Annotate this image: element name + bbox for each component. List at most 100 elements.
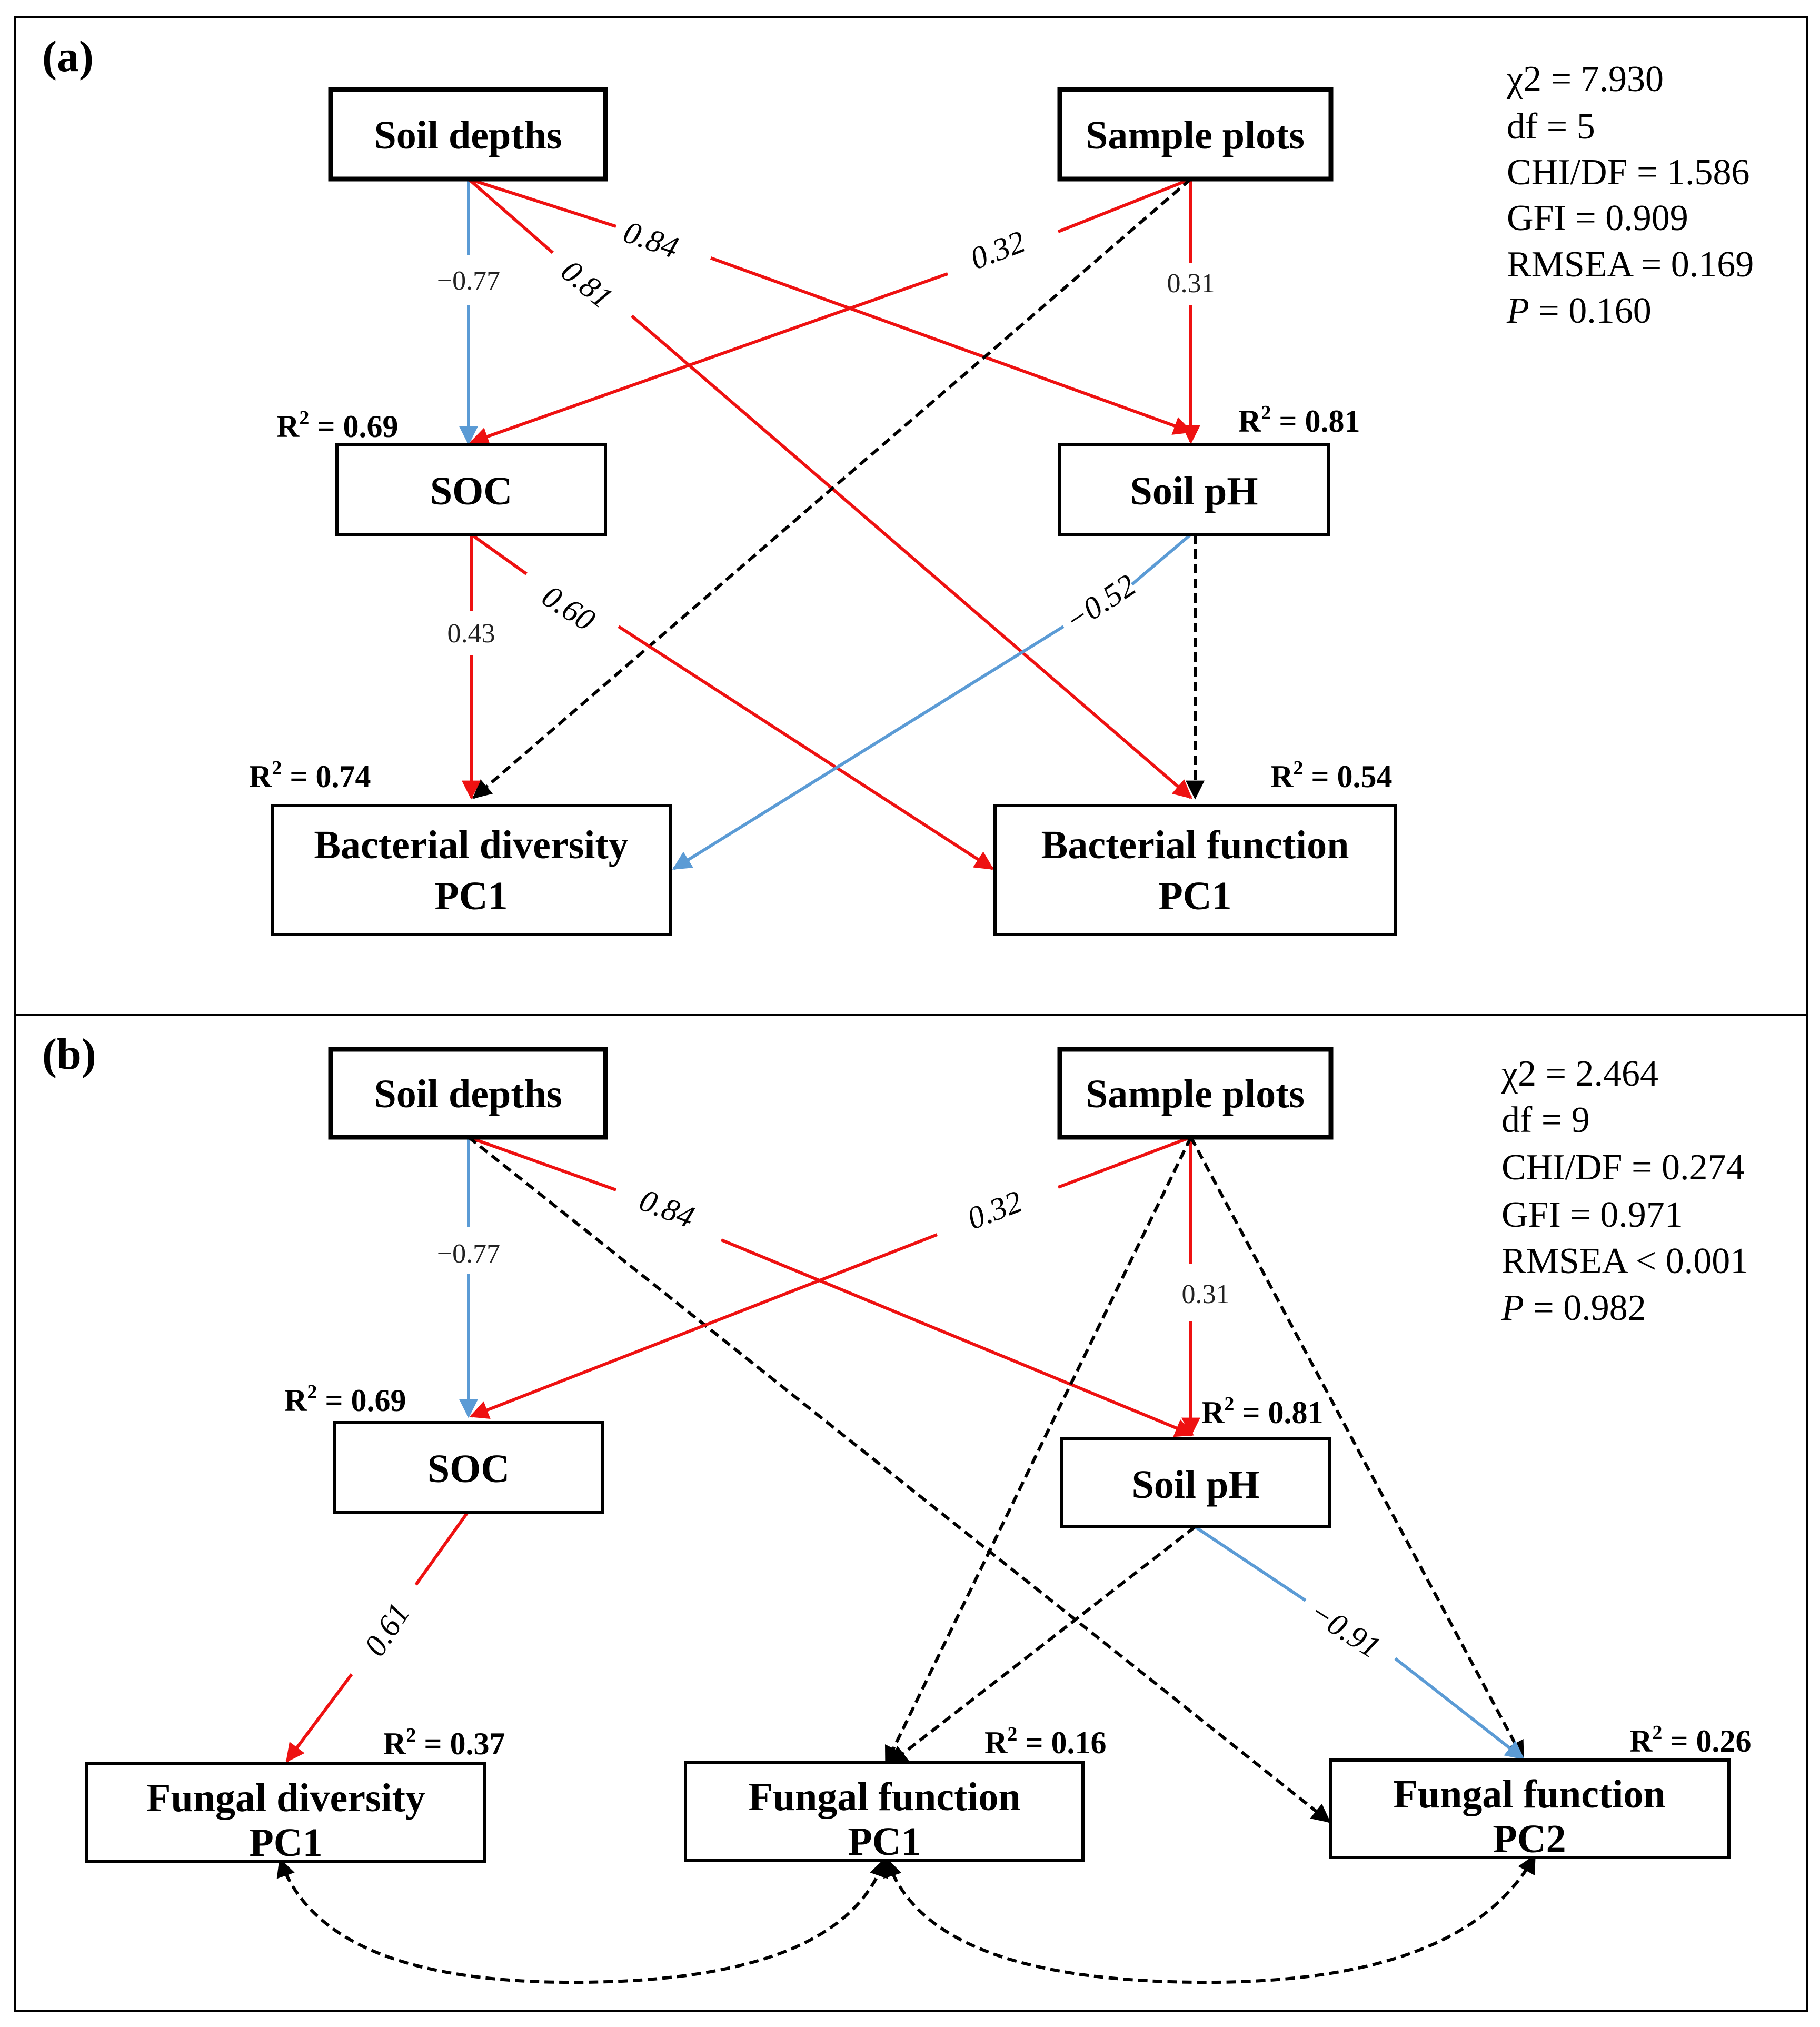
path-b-plots-ff1 bbox=[884, 1136, 1192, 1766]
path-b-ph-ff1 bbox=[888, 1525, 1196, 1765]
panel-a-coefficients: −0.77 0.84 0.81 0.32 0.31 0.43 0.60 −0.5… bbox=[437, 214, 1215, 649]
coef-a-ph-bdiv: −0.52 bbox=[1059, 568, 1142, 639]
coef-a-soc-bfunc: 0.60 bbox=[536, 579, 601, 638]
node-b-soil-depths bbox=[328, 1047, 608, 1140]
panel-b-stat-p: P = 0.982 bbox=[1501, 1288, 1646, 1328]
node-b-sample-plots-label: Sample plots bbox=[1086, 1072, 1305, 1116]
path-a-depths-ph-2 bbox=[710, 256, 1193, 435]
node-a-soil-ph bbox=[1058, 443, 1330, 536]
path-b-depths-ph-1 bbox=[468, 1136, 617, 1191]
path-a-depths-bfunc-1 bbox=[468, 177, 554, 254]
panel-a-fit-statistics: χ2 = 7.930 df = 5 CHI/DF = 1.586 GFI = 0… bbox=[1506, 59, 1754, 331]
node-b-sample-plots bbox=[1057, 1047, 1334, 1140]
path-b-ph-ff2-1 bbox=[1194, 1525, 1307, 1602]
r2-b-soc: R2 = 0.69 bbox=[284, 1381, 406, 1418]
r2-a-soc: R2 = 0.69 bbox=[276, 407, 399, 444]
coef-a-depths-ph: 0.84 bbox=[619, 214, 683, 265]
path-b-soc-fdiv-2 bbox=[285, 1673, 353, 1763]
node-b-fungal-diversity-line2: PC1 bbox=[249, 1821, 322, 1865]
path-b-plots-soc-1 bbox=[1057, 1136, 1192, 1189]
panel-a-stat-p-value: = 0.160 bbox=[1529, 291, 1652, 331]
panel-a-r2-labels: R2 = 0.69 R2 = 0.81 R2 = 0.74 R2 = 0.54 bbox=[249, 402, 1393, 794]
coef-a-soc-bdiv: 0.43 bbox=[447, 619, 495, 649]
r2-a-bacterial-function: R2 = 0.54 bbox=[1270, 757, 1393, 794]
node-b-fungal-function-pc1-line1: Fungal function bbox=[748, 1775, 1020, 1819]
node-b-fungal-function-pc1-line2: PC1 bbox=[848, 1820, 921, 1864]
node-a-soc bbox=[335, 443, 607, 536]
coef-a-depths-bfunc: 0.81 bbox=[555, 253, 620, 315]
coef-b-plots-ph: 0.31 bbox=[1182, 1279, 1230, 1309]
panel-a-stat-df: df = 5 bbox=[1507, 106, 1595, 147]
cov-b-fdiv-ff1 bbox=[276, 1857, 888, 1984]
path-a-ph-bdiv-2 bbox=[672, 625, 1065, 870]
panel-b-frame bbox=[14, 1014, 1808, 2012]
panel-b-r2-labels: R2 = 0.69 R2 = 0.81 R2 = 0.37 R2 = 0.16 … bbox=[284, 1381, 1752, 1761]
path-a-soc-bfunc-1 bbox=[470, 533, 528, 575]
path-b-soc-fdiv-1 bbox=[414, 1510, 470, 1586]
panel-b-stat-chidf: CHI/DF = 0.274 bbox=[1501, 1147, 1744, 1188]
node-a-bacterial-function-line1: Bacterial function bbox=[1041, 823, 1349, 867]
r2-b-fungal-function-pc2: R2 = 0.26 bbox=[1629, 1722, 1752, 1758]
cov-b-ff1-ff2 bbox=[883, 1854, 1536, 1984]
panel-a-paths bbox=[459, 177, 1205, 870]
node-a-soil-depths bbox=[328, 87, 608, 182]
panel-b-stat-p-value: = 0.982 bbox=[1524, 1288, 1646, 1328]
panel-b-nodes: Soil depths Sample plots SOC Soil pH Fun… bbox=[85, 1047, 1731, 1865]
node-a-bacterial-diversity-line1: Bacterial diversity bbox=[314, 823, 628, 867]
panel-a-stat-chi2: χ2 = 7.930 bbox=[1506, 59, 1664, 100]
panel-a-label: (a) bbox=[42, 32, 94, 81]
node-b-soc-label: SOC bbox=[427, 1447, 510, 1491]
path-a-plots-bdiv bbox=[472, 177, 1192, 799]
coef-a-depths-soc: −0.77 bbox=[437, 266, 500, 296]
node-b-soil-depths-label: Soil depths bbox=[374, 1072, 562, 1116]
panel-a-stat-gfi: GFI = 0.909 bbox=[1507, 198, 1688, 239]
path-b-depths-ph-2 bbox=[720, 1238, 1195, 1437]
node-a-soc-label: SOC bbox=[430, 469, 512, 513]
panel-b-paths bbox=[276, 1136, 1536, 1984]
panel-a-stat-p: P = 0.160 bbox=[1506, 291, 1652, 331]
panel-b-stat-p-symbol: P bbox=[1501, 1288, 1524, 1328]
path-a-depths-bfunc-2 bbox=[631, 314, 1192, 799]
node-b-soil-ph-label: Soil pH bbox=[1132, 1463, 1260, 1507]
node-b-fungal-function-pc2-line2: PC2 bbox=[1493, 1817, 1566, 1861]
node-b-fungal-function-pc1 bbox=[684, 1761, 1085, 1862]
node-b-soc bbox=[333, 1421, 604, 1514]
panel-b-stat-chi2: χ2 = 2.464 bbox=[1501, 1054, 1658, 1094]
coef-b-soc-fdiv: 0.61 bbox=[357, 1597, 417, 1662]
panel-b-stat-gfi: GFI = 0.971 bbox=[1501, 1195, 1683, 1235]
node-b-fungal-diversity-line1: Fungal diversity bbox=[146, 1776, 425, 1820]
panel-b-stat-df: df = 9 bbox=[1501, 1100, 1590, 1140]
node-b-fungal-function-pc2 bbox=[1329, 1758, 1731, 1859]
coef-a-plots-soc: 0.32 bbox=[966, 224, 1030, 276]
panel-b-label: (b) bbox=[42, 1030, 96, 1079]
r2-b-fungal-function-pc1: R2 = 0.16 bbox=[984, 1723, 1107, 1760]
node-b-soil-ph bbox=[1060, 1437, 1331, 1528]
panel-a-stat-rmsea: RMSEA = 0.169 bbox=[1507, 244, 1754, 285]
node-a-sample-plots bbox=[1057, 87, 1334, 182]
node-b-fungal-function-pc2-line1: Fungal function bbox=[1393, 1772, 1665, 1816]
r2-a-bacterial-diversity: R2 = 0.74 bbox=[249, 757, 371, 794]
panel-b-fit-statistics: χ2 = 2.464 df = 9 CHI/DF = 0.274 GFI = 0… bbox=[1501, 1054, 1748, 1328]
coef-b-ph-ff2: −0.91 bbox=[1304, 1594, 1387, 1665]
coef-b-depths-soc: −0.77 bbox=[437, 1239, 500, 1269]
node-a-bacterial-function-line2: PC1 bbox=[1158, 874, 1231, 918]
coef-a-plots-ph: 0.31 bbox=[1167, 269, 1215, 299]
path-a-ph-bdiv-1 bbox=[1131, 533, 1192, 586]
r2-b-soil-ph: R2 = 0.81 bbox=[1201, 1393, 1324, 1430]
node-a-bacterial-diversity bbox=[271, 804, 672, 936]
panel-a-nodes: Soil depths Sample plots SOC Soil pH Bac… bbox=[271, 87, 1397, 936]
node-a-bacterial-function bbox=[993, 804, 1397, 936]
node-b-fungal-diversity bbox=[85, 1762, 486, 1863]
path-b-plots-soc-2 bbox=[469, 1233, 938, 1419]
node-a-sample-plots-label: Sample plots bbox=[1086, 113, 1305, 157]
path-b-ph-ff2-2 bbox=[1394, 1657, 1525, 1760]
coef-b-plots-soc: 0.32 bbox=[962, 1184, 1027, 1236]
path-a-depths-ph-1 bbox=[468, 177, 616, 228]
path-a-plots-soc-2 bbox=[469, 272, 949, 446]
node-a-bacterial-diversity-line2: PC1 bbox=[434, 874, 508, 918]
path-a-soc-bfunc-2 bbox=[618, 625, 994, 870]
panel-a-stat-p-symbol: P bbox=[1506, 291, 1529, 331]
r2-a-soil-ph: R2 = 0.81 bbox=[1238, 402, 1360, 439]
